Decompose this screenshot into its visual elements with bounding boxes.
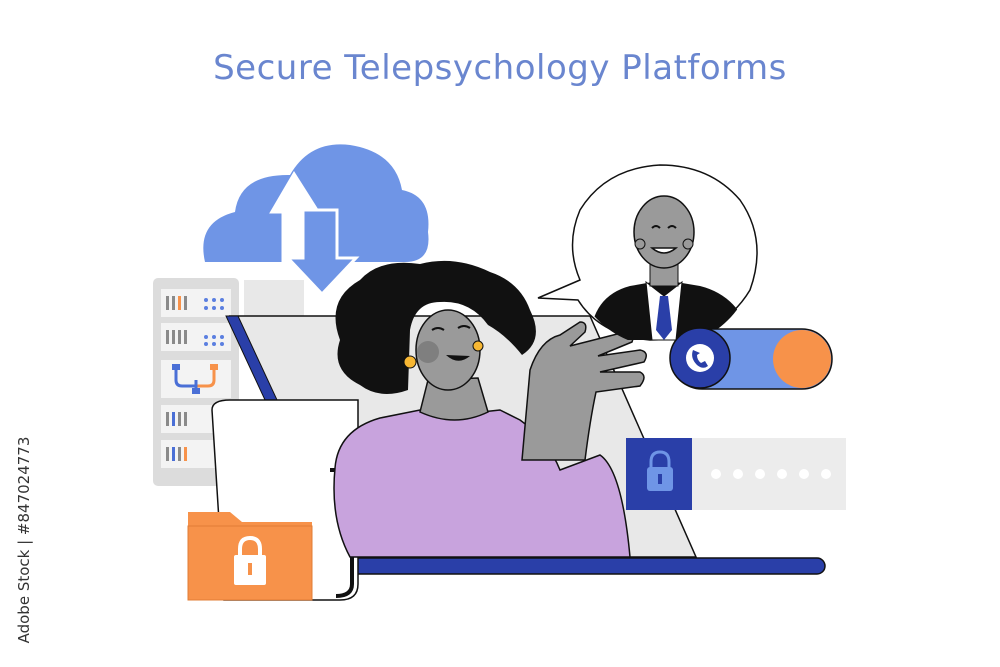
padlock-icon [647, 450, 673, 491]
stock-id-watermark: Adobe Stock | #847024773 [13, 430, 35, 650]
stock-id-text: Adobe Stock | #847024773 [15, 436, 33, 644]
password-dot [821, 469, 831, 479]
password-dots [711, 469, 831, 479]
password-dot [777, 469, 787, 479]
page-title: Secure Telepsychology Platforms [213, 48, 787, 88]
password-dot [733, 469, 743, 479]
phone-icon [686, 344, 714, 372]
password-dot [755, 469, 765, 479]
cloud-upload-download-icon [203, 144, 429, 297]
woman-avatar [333, 260, 647, 558]
password-field[interactable] [626, 438, 846, 510]
laptop-base [324, 557, 826, 575]
padlock-icon [234, 535, 266, 585]
folder-icon [187, 512, 313, 601]
network-flow-icon [172, 364, 218, 394]
password-dot [799, 469, 809, 479]
man-speech-bubble [537, 164, 758, 341]
password-dot [711, 469, 721, 479]
call-toggle[interactable] [669, 327, 833, 390]
